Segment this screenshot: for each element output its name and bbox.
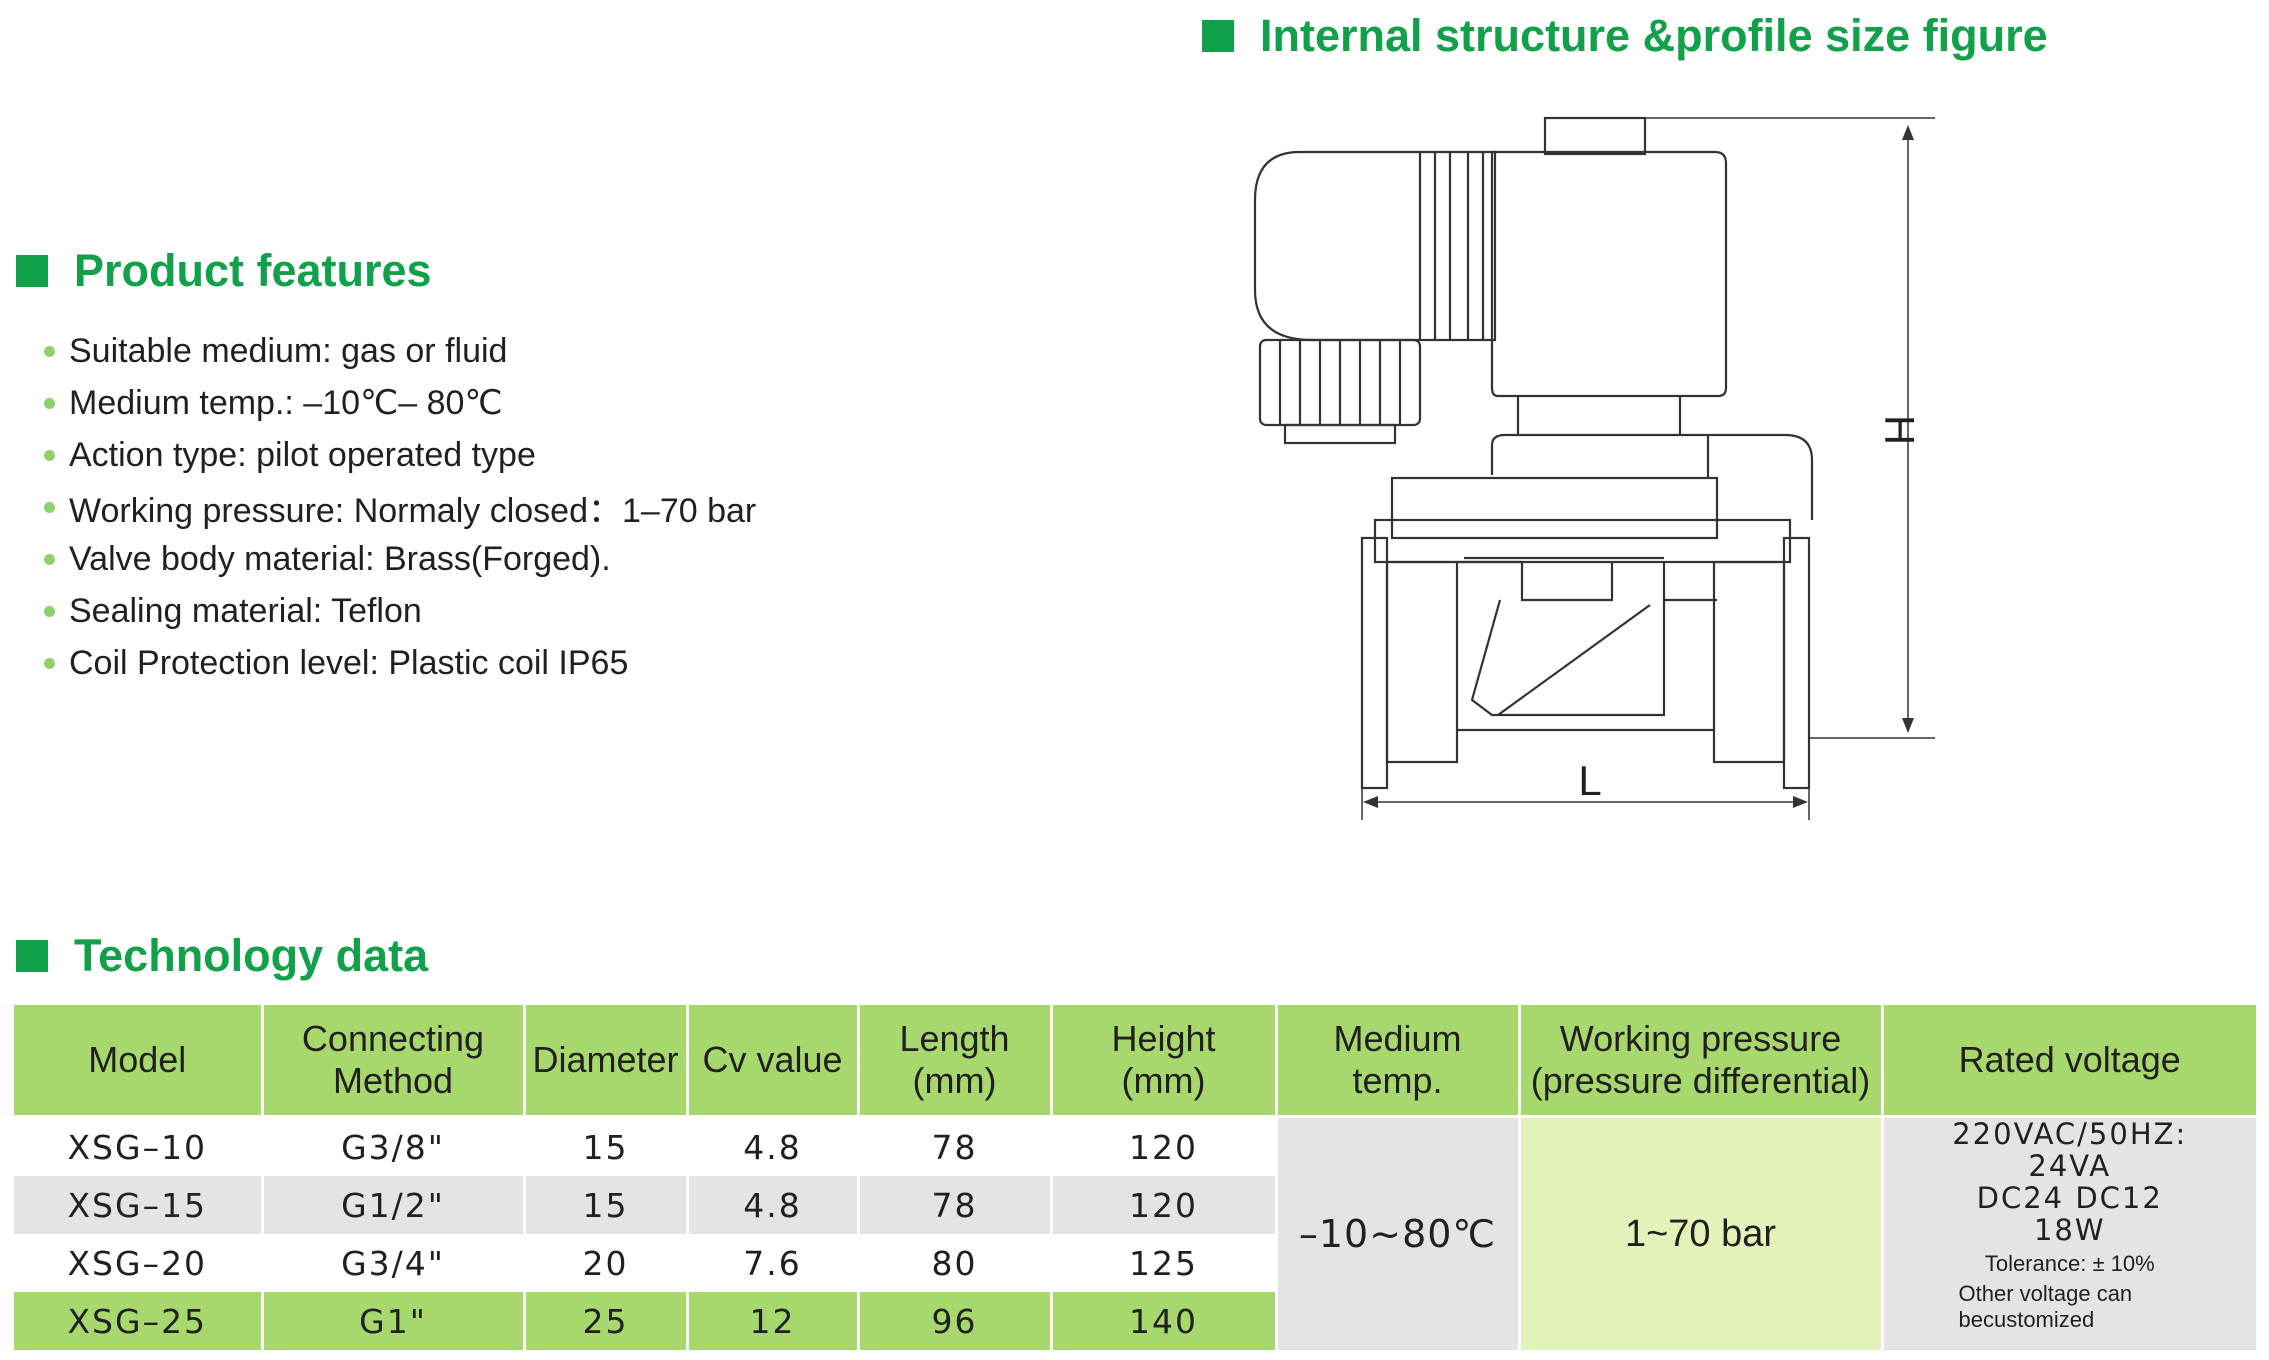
cell-length: 80 bbox=[858, 1234, 1053, 1292]
cell-height: 120 bbox=[1051, 1176, 1278, 1234]
feature-text: Action type: pilot operated type bbox=[69, 435, 536, 474]
bullet-dot-icon bbox=[44, 345, 55, 357]
coil-body-shape bbox=[1490, 150, 1728, 398]
bullet-dot-icon bbox=[44, 397, 55, 409]
cell-connect: G1/2" bbox=[262, 1176, 526, 1234]
bullet-dot-icon bbox=[44, 657, 55, 669]
bullet-dot-icon bbox=[44, 449, 55, 461]
feature-text: Coil Protection level: Plastic coil IP65 bbox=[69, 643, 629, 682]
list-item: Sealing material: Teflon bbox=[44, 585, 756, 637]
cell-connect: G3/8" bbox=[262, 1116, 526, 1176]
table-row: XSG–25 G1" 25 12 96 140 bbox=[14, 1292, 2256, 1350]
bullet-dot-icon bbox=[44, 553, 55, 565]
left-flange-shape bbox=[1360, 536, 1389, 790]
gland-cap-shape bbox=[1283, 423, 1397, 445]
list-item: Working pressure: Normaly closed：1–70 ba… bbox=[44, 481, 756, 533]
voltage-note: becustomized bbox=[1958, 1307, 2095, 1332]
voltage-line: 24VA bbox=[2028, 1149, 2112, 1183]
feature-text: Valve body material: Brass(Forged). bbox=[69, 539, 611, 578]
header-rated-voltage: Rated voltage bbox=[1882, 1005, 2256, 1118]
voltage-line: DC24 DC12 bbox=[1976, 1181, 2163, 1215]
features-title: Product features bbox=[74, 245, 432, 296]
cell-length: 78 bbox=[858, 1116, 1053, 1176]
cell-medium-temp: –10~80℃ bbox=[1276, 1116, 1521, 1350]
cell-cv: 4.8 bbox=[687, 1176, 860, 1234]
valve-profile-drawing: H L bbox=[1253, 116, 1935, 820]
cell-model: XSG–25 bbox=[14, 1292, 264, 1350]
voltage-line: 18W bbox=[2033, 1213, 2106, 1247]
list-item: Suitable medium: gas or fluid bbox=[44, 325, 756, 377]
top-nut-shape bbox=[1543, 116, 1647, 156]
header-cv-value: Cv value bbox=[687, 1005, 860, 1118]
cell-height: 125 bbox=[1051, 1234, 1278, 1292]
height-label: H bbox=[1876, 415, 1923, 445]
cell-diameter: 15 bbox=[524, 1116, 689, 1176]
cell-diameter: 25 bbox=[524, 1292, 689, 1350]
cell-cv: 12 bbox=[687, 1292, 860, 1350]
header-length: Length(mm) bbox=[858, 1005, 1053, 1118]
body-upper-shape bbox=[1390, 476, 1719, 540]
header-diameter: Diameter bbox=[524, 1005, 689, 1118]
table-row: XSG–20 G3/4" 20 7.6 80 125 bbox=[14, 1234, 2256, 1292]
features-section-header: Product features bbox=[16, 245, 432, 297]
bullet-dot-icon bbox=[44, 501, 55, 513]
table-row: XSG–10 G3/8" 15 4.8 78 120 –10~80℃ 1~70 … bbox=[14, 1116, 2256, 1350]
table-row: XSG–15 G1/2" 15 4.8 78 120 bbox=[14, 1176, 2256, 1234]
right-flange-shape bbox=[1782, 536, 1811, 790]
cell-connect: G1" bbox=[262, 1292, 526, 1350]
tech-title: Technology data bbox=[74, 930, 429, 981]
cell-working-pressure: 1~70 bar bbox=[1519, 1116, 1884, 1350]
tech-section-header: Technology data bbox=[16, 930, 428, 982]
section-square-icon bbox=[16, 940, 48, 972]
feature-list: Suitable medium: gas or fluid Medium tem… bbox=[44, 325, 756, 689]
cell-length: 78 bbox=[858, 1176, 1053, 1234]
cell-model: XSG–20 bbox=[14, 1234, 264, 1292]
cell-rated-voltage: 220VAC/50HZ: 24VA DC24 DC12 18W Toleranc… bbox=[1882, 1116, 2256, 1350]
voltage-tolerance: Tolerance: ± 10% bbox=[1984, 1251, 2155, 1276]
cell-cv: 4.8 bbox=[687, 1116, 860, 1176]
cell-cv: 7.6 bbox=[687, 1234, 860, 1292]
section-square-icon bbox=[16, 255, 48, 287]
plug-box-shape bbox=[1253, 150, 1497, 342]
bullet-dot-icon bbox=[44, 605, 55, 617]
feature-text: Medium temp.: –10℃– 80℃ bbox=[69, 384, 503, 422]
header-model: Model bbox=[14, 1005, 264, 1118]
structure-title: Internal structure &profile size figure bbox=[1260, 10, 2048, 61]
list-item: Medium temp.: –10℃– 80℃ bbox=[44, 377, 756, 429]
cell-diameter: 15 bbox=[524, 1176, 689, 1234]
feature-text: Suitable medium: gas or fluid bbox=[69, 331, 508, 370]
cell-model: XSG–15 bbox=[14, 1176, 264, 1234]
list-item: Action type: pilot operated type bbox=[44, 429, 756, 481]
feature-text: Working pressure: Normaly closed：1–70 ba… bbox=[69, 491, 757, 530]
voltage-line: 220VAC/50HZ: bbox=[1952, 1117, 2188, 1151]
section-square-icon bbox=[1202, 20, 1234, 52]
header-working-pressure: Working pressure(pressure differential) bbox=[1519, 1005, 1884, 1118]
cell-model: XSG–10 bbox=[14, 1116, 264, 1176]
voltage-note: Other voltage can bbox=[1958, 1281, 2133, 1306]
cell-height: 120 bbox=[1051, 1116, 1278, 1176]
header-height: Height(mm) bbox=[1051, 1005, 1278, 1118]
cell-diameter: 20 bbox=[524, 1234, 689, 1292]
bonnet-shape bbox=[1490, 433, 1814, 520]
cell-length: 96 bbox=[858, 1292, 1053, 1350]
length-label: L bbox=[1578, 757, 1601, 804]
cell-connect: G3/4" bbox=[262, 1234, 526, 1292]
cell-height: 140 bbox=[1051, 1292, 1278, 1350]
list-item: Coil Protection level: Plastic coil IP65 bbox=[44, 637, 756, 689]
list-item: Valve body material: Brass(Forged). bbox=[44, 533, 756, 585]
structure-section-header: Internal structure &profile size figure bbox=[1202, 10, 2048, 62]
feature-text: Sealing material: Teflon bbox=[69, 591, 422, 630]
